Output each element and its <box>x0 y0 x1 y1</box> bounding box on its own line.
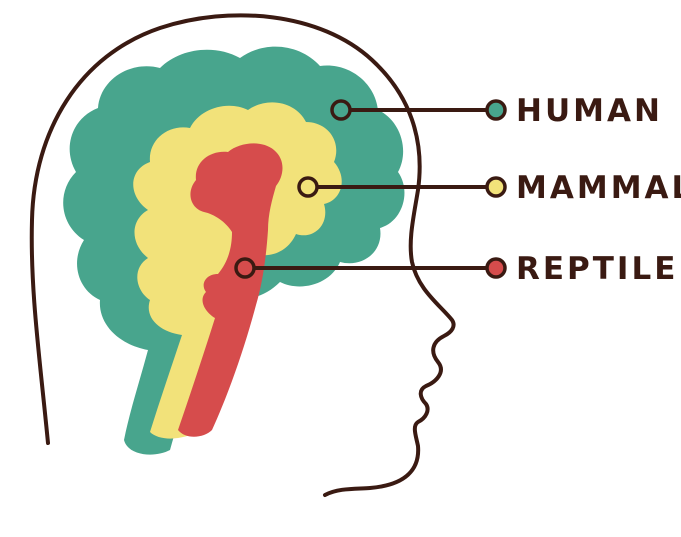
human-label: HUMAN <box>516 93 663 129</box>
mammal-label-dot <box>485 176 507 198</box>
reptile-anchor-dot <box>234 257 256 279</box>
mammal-label: MAMMAL <box>516 170 681 206</box>
head-outline <box>29 13 456 497</box>
mammal-anchor-dot <box>297 176 319 198</box>
reptile-label-dot <box>485 257 507 279</box>
reptile-brain-layer <box>178 143 283 437</box>
reptile-label: REPTILE <box>516 251 678 287</box>
human-anchor-dot <box>330 99 352 121</box>
human-label-dot <box>485 99 507 121</box>
